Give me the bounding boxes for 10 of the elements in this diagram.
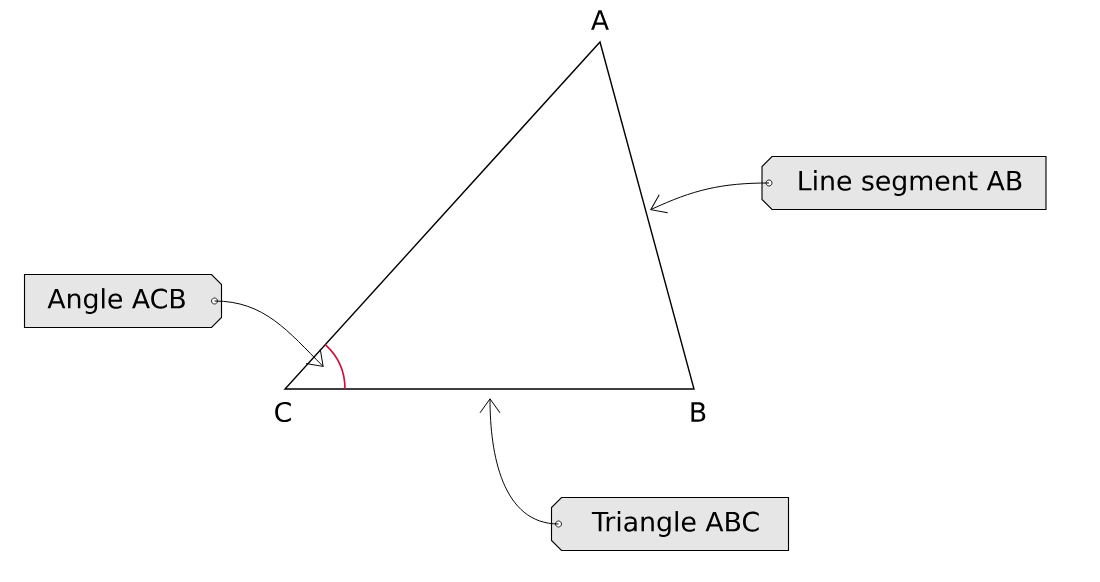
label-tag: Angle ACB (23, 273, 223, 329)
label-tag: Line segment AB (761, 155, 1047, 211)
vertex-label: A (591, 10, 609, 30)
vertex-label: C (275, 401, 291, 423)
leader-arrow (214, 300, 324, 367)
vertex-label: B (691, 402, 706, 422)
angle-arc (324, 343, 346, 390)
label-tag: Triangle ABC (550, 496, 790, 552)
leader-arrow (479, 398, 559, 525)
leader-arrow (650, 182, 770, 214)
